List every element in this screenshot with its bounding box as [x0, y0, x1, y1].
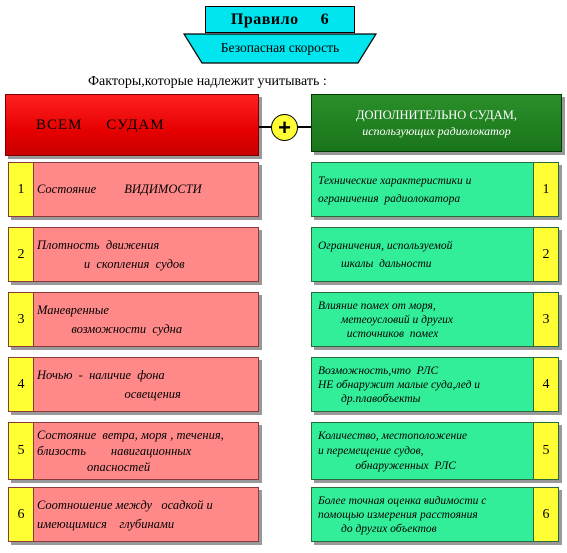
left-header-text: ВСЕМ СУДАМ	[36, 117, 165, 133]
subtitle: Безопасная скорость	[220, 40, 340, 55]
right-item: Технические характеристики и ограничения…	[311, 162, 559, 217]
item-text: Состояние ветра, моря , течения, близост…	[37, 428, 224, 474]
left-column-header: ВСЕМ СУДАМ	[5, 94, 259, 156]
item-number: 3	[533, 293, 558, 346]
item-text: Ограничения, используемой шкалы дальност…	[318, 239, 453, 270]
item-number: 6	[9, 488, 34, 541]
plus-icon: +	[271, 114, 298, 141]
item-text: Соотношение между осадкой и имеющимися г…	[37, 497, 213, 531]
item-number: 2	[9, 228, 34, 281]
right-item: Ограничения, используемой шкалы дальност…	[311, 227, 559, 282]
factors-label: Факторы,которые надлежит учитывать :	[88, 74, 327, 89]
title-banner: Правило 6	[205, 6, 355, 33]
item-number: 4	[533, 358, 558, 411]
left-item: 2 Плотность движения и скопления судов	[8, 227, 259, 282]
item-text: Технические характеристики и ограничения…	[318, 174, 472, 205]
rule-number: 6	[320, 10, 330, 28]
item-number: 5	[533, 423, 558, 479]
item-text: Возможность,что РЛС НЕ обнаружит малые с…	[318, 364, 481, 405]
item-number: 1	[533, 163, 558, 216]
left-item: 1 Состояние ВИДИМОСТИ	[8, 162, 259, 217]
item-text: Влияние помех от моря, метеоусловий и др…	[318, 299, 454, 340]
item-text: Маневренные возможности судна	[37, 302, 183, 336]
right-item: Возможность,что РЛС НЕ обнаружит малые с…	[311, 357, 559, 412]
subtitle-trapezoid	[183, 33, 377, 64]
right-header-line1: ДОПОЛНИТЕЛЬНО СУДАМ,	[355, 108, 517, 122]
item-number: 2	[533, 228, 558, 281]
left-item: 6 Соотношение между осадкой и имеющимися…	[8, 487, 259, 542]
item-number: 4	[9, 358, 34, 411]
item-number: 1	[9, 163, 34, 216]
item-number: 6	[533, 488, 558, 541]
item-text: Плотность движения и скопления судов	[37, 237, 185, 271]
item-text: Количество, местоположение и перемещение…	[318, 429, 468, 472]
left-item: 3 Маневренные возможности судна	[8, 292, 259, 347]
item-text: Более точная оценка видимости с помощью …	[318, 494, 487, 535]
rule-word: Правило	[230, 10, 299, 28]
right-item: Влияние помех от моря, метеоусловий и др…	[311, 292, 559, 347]
item-text: Состояние ВИДИМОСТИ	[37, 182, 202, 196]
item-number: 5	[9, 423, 34, 479]
item-text: Ночью - наличие фона освещения	[37, 367, 181, 401]
left-item: 5 Состояние ветра, моря , течения, близо…	[8, 422, 259, 480]
right-item: Более точная оценка видимости с помощью …	[311, 487, 559, 542]
item-number: 3	[9, 293, 34, 346]
right-column-header: ДОПОЛНИТЕЛЬНО СУДАМ, использующих радиол…	[311, 94, 562, 152]
right-header-line2: использующих радиолокатор	[362, 124, 511, 138]
left-item: 4 Ночью - наличие фона освещения	[8, 357, 259, 412]
right-item: Количество, местоположение и перемещение…	[311, 422, 559, 480]
